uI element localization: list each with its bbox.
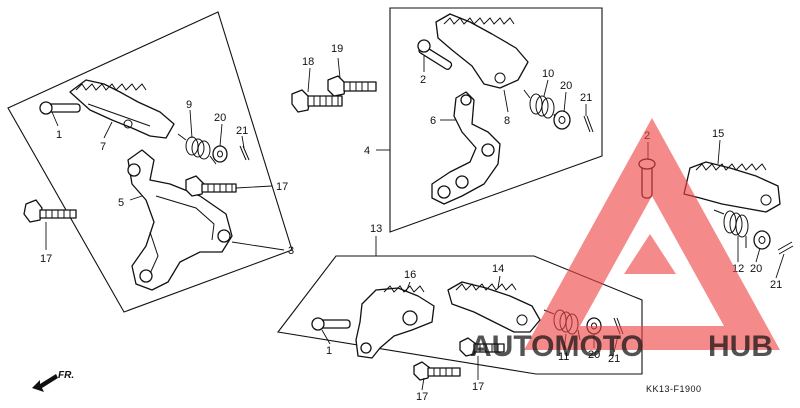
group-outline-bottom <box>277 255 643 375</box>
callout-6: 6 <box>430 115 436 127</box>
callout-5: 5 <box>118 197 124 209</box>
callout-16: 16 <box>404 269 416 281</box>
washer-part-20a <box>212 145 228 163</box>
callout-13: 13 <box>370 223 382 235</box>
bolt-part-17a <box>23 199 77 223</box>
callout-20d: 20 <box>588 349 600 361</box>
direction-label: FR. <box>58 370 74 381</box>
callout-3: 3 <box>288 245 294 257</box>
bolt-part-19 <box>327 75 377 97</box>
bracket-part-6 <box>431 91 501 205</box>
cotter-pin-part-21a <box>239 145 250 161</box>
watermark-word-a: AUTOMOTO <box>470 330 644 363</box>
bolt-part-17c <box>413 361 461 381</box>
watermark-logo <box>524 118 780 350</box>
callout-9: 9 <box>186 99 192 111</box>
footpeg-part-8 <box>435 13 529 89</box>
pin-part-1a <box>39 101 81 115</box>
bolt-part-18 <box>291 89 343 113</box>
callout-2a: 2 <box>420 74 426 86</box>
spring-part-12 <box>713 209 749 248</box>
watermark-triangle-outer <box>524 118 780 350</box>
footpeg-part-14 <box>447 281 541 333</box>
drawing-code: KK13-F1900 <box>646 384 702 394</box>
callout-1a: 1 <box>56 129 62 141</box>
washer-part-20c <box>753 230 771 250</box>
cotter-pin-part-21c <box>777 241 794 255</box>
callout-17b: 17 <box>276 181 288 193</box>
callout-19: 19 <box>331 43 343 55</box>
bolt-part-17b <box>185 175 237 197</box>
callout-11: 11 <box>558 351 569 363</box>
footpeg-part-7 <box>69 79 175 139</box>
watermark-word-b: HUB <box>708 330 773 363</box>
callout-17d: 17 <box>472 381 484 393</box>
callout-21b: 21 <box>580 92 592 104</box>
front-direction-arrow: FR. <box>32 370 74 392</box>
pin-part-2a <box>417 39 453 70</box>
callout-10: 10 <box>542 68 554 80</box>
bolt-part-17d <box>459 337 505 357</box>
watermark-text: AUTOMOTO HUB <box>470 330 773 363</box>
callout-21c: 21 <box>770 279 782 291</box>
bracket-part-5 <box>127 149 233 291</box>
callout-17c: 17 <box>416 391 428 403</box>
callout-17a: 17 <box>40 253 52 265</box>
washer-part-20b <box>553 110 571 130</box>
bracket-part-16 <box>355 285 435 359</box>
callout-20c: 20 <box>750 263 762 275</box>
callout-1b: 1 <box>326 345 332 357</box>
callout-21d: 21 <box>608 353 620 365</box>
group-outline-left <box>7 11 293 313</box>
cotter-pin-part-21b <box>583 115 594 133</box>
callout-20a: 20 <box>214 112 226 124</box>
callout-7: 7 <box>100 141 106 153</box>
footpeg-part-15 <box>683 161 781 213</box>
spring-part-10 <box>523 89 559 129</box>
callout-18: 18 <box>302 56 314 68</box>
callout-15: 15 <box>712 128 724 140</box>
spring-part-9 <box>177 133 217 165</box>
callout-8: 8 <box>504 115 510 127</box>
callout-21a: 21 <box>236 125 248 137</box>
watermark-triangle-inner <box>624 234 676 274</box>
callout-20b: 20 <box>560 80 572 92</box>
group-outline-top <box>389 7 603 233</box>
callout-14: 14 <box>492 263 504 275</box>
pin-part-1b <box>311 317 351 331</box>
callout-labels: 1 7 9 20 21 5 17 17 3 18 19 2 10 20 21 4… <box>40 43 782 403</box>
callout-4: 4 <box>364 145 370 157</box>
